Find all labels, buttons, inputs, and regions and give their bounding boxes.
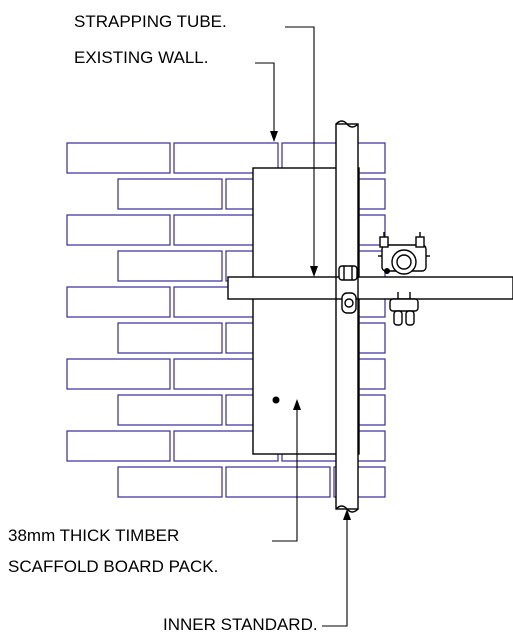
strapping-tube-leader	[285, 26, 315, 270]
brick	[66, 142, 171, 174]
existing-wall-leader	[255, 62, 275, 135]
board-pack-label-line2: SCAFFOLD BOARD PACK.	[8, 557, 218, 576]
coupler-bolt	[384, 268, 390, 274]
brick	[66, 430, 171, 462]
inner-standard-label: INNER STANDARD.	[163, 615, 318, 634]
strapping-tube	[227, 276, 513, 300]
inner-standard-leader	[322, 516, 348, 627]
standard-coupler	[338, 265, 358, 314]
brick	[117, 322, 223, 354]
board-pack-fixing-dot	[272, 396, 280, 404]
brick	[66, 358, 171, 390]
brick	[117, 250, 223, 282]
existing-wall-arrowhead	[270, 131, 278, 142]
board-pack-label-line1: 38mm THICK TIMBER	[8, 526, 179, 545]
brick	[225, 466, 331, 498]
brick	[117, 394, 223, 426]
inner-standard-tube	[335, 120, 359, 513]
board-pack-leader	[272, 406, 298, 542]
board-pack-arrowhead	[293, 399, 301, 410]
strapping-tube-arrowhead	[310, 266, 318, 277]
brick	[117, 178, 223, 210]
strapping-tube-label: STRAPPING TUBE.	[74, 12, 227, 31]
existing-wall-label: EXISTING WALL.	[74, 48, 208, 67]
brick	[66, 286, 171, 318]
leader-lines	[255, 26, 348, 627]
right-angle-coupler	[378, 232, 430, 326]
brick	[66, 214, 171, 246]
inner-standard-arrowhead	[343, 509, 351, 520]
brick	[117, 466, 223, 498]
